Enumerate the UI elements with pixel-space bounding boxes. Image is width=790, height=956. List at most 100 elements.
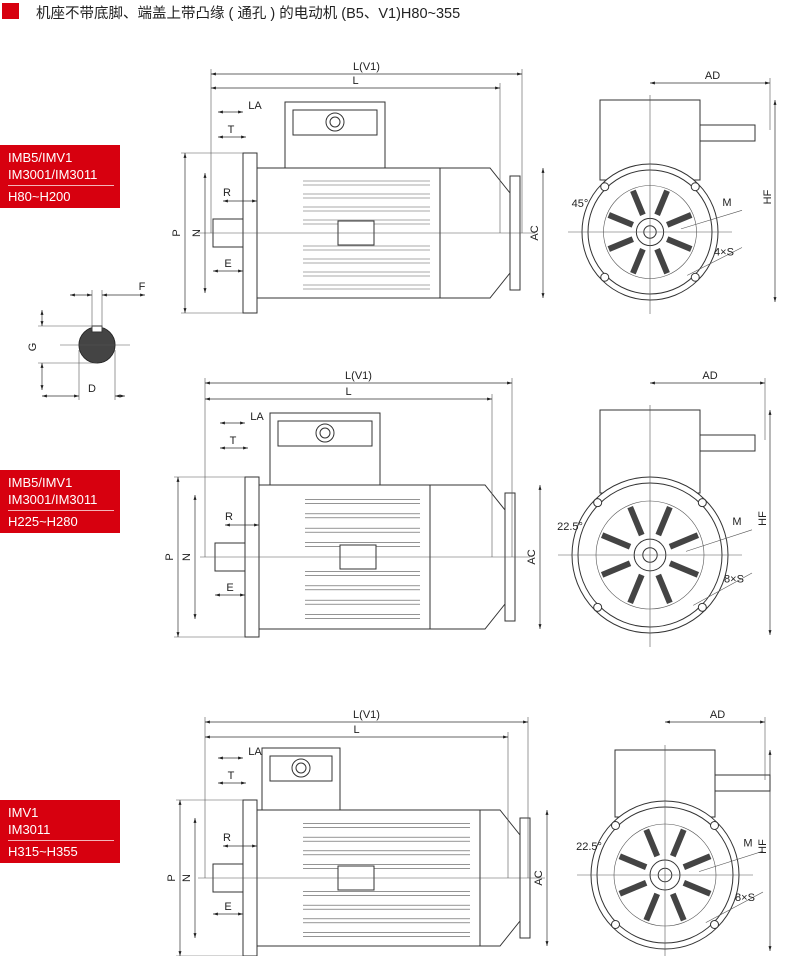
fan-guard-bar — [668, 532, 700, 550]
leader-m — [698, 850, 764, 872]
cable-gland-inner — [319, 427, 331, 439]
header-accent-mark — [2, 3, 19, 19]
fan-guard-bar — [618, 853, 648, 870]
label-la: LA — [250, 411, 264, 423]
label-e: E — [226, 582, 233, 594]
label-la: LA — [248, 100, 262, 112]
label-s: 8×S — [724, 573, 744, 585]
label-p: P — [166, 874, 178, 881]
shaft-keyway-detail: FGD — [27, 281, 146, 400]
tag-line2: IM3001/IM3011 — [8, 167, 98, 182]
bolt-hole — [690, 182, 700, 192]
label-n: N — [181, 874, 193, 882]
tag-line1: IMB5/IMV1 — [8, 475, 73, 490]
label-t: T — [228, 770, 235, 782]
fan-guard-bar — [630, 248, 646, 275]
leader-m — [685, 529, 753, 552]
cable-entry — [699, 124, 756, 142]
label-n: N — [191, 229, 203, 237]
label-p: P — [171, 229, 183, 236]
leader-s — [687, 247, 743, 276]
bolt-hole — [697, 498, 707, 508]
label-lv1: L(V1) — [353, 61, 380, 73]
label-e: E — [224, 901, 231, 913]
fan-guard-bar — [627, 573, 645, 605]
label-m: M — [722, 197, 731, 209]
fan-guard-bar — [600, 532, 632, 550]
fan-guard-bar — [666, 212, 693, 228]
label-p: P — [164, 553, 176, 560]
fan-guard-bar — [607, 236, 634, 252]
fan-guard-bar — [682, 853, 712, 870]
bolt-hole — [611, 919, 621, 929]
fan-guard-bar — [627, 505, 645, 537]
tag-range: H80~H200 — [8, 189, 71, 204]
tag-line1: IMV1 — [8, 805, 39, 820]
fan-guard-bar — [643, 828, 660, 858]
fan-guard-bar — [670, 828, 687, 858]
label-r: R — [225, 511, 233, 523]
fan-guard-bar — [670, 892, 687, 922]
label-ad: AD — [705, 70, 720, 82]
label-ac: AC — [533, 870, 545, 885]
page-title: 机座不带底脚、端盖上带凸缘 ( 通孔 ) 的电动机 (B5、V1)H80~355 — [36, 6, 461, 22]
fan-guard-bar — [600, 560, 632, 578]
cable-gland-inner — [295, 762, 307, 774]
label-hf: HF — [762, 189, 774, 204]
cable-entry — [714, 774, 771, 792]
label-l: L — [352, 75, 358, 87]
label-angle: 22.5° — [576, 841, 602, 853]
bolt-hole — [690, 272, 700, 282]
tag-divider — [8, 510, 114, 511]
label-f: F — [139, 281, 146, 293]
fan-guard-bar — [682, 880, 712, 897]
fan-guard-bar — [655, 573, 673, 605]
label-ad: AD — [702, 370, 717, 382]
end-view: AD HF 22.5° M 8×S — [557, 370, 772, 647]
bolt-hole — [697, 602, 707, 612]
cable-entry — [699, 434, 756, 452]
label-lv1: L(V1) — [345, 370, 372, 382]
bolt-hole — [600, 182, 610, 192]
tag-line2: IM3001/IM3011 — [8, 492, 98, 507]
label-la: LA — [248, 746, 262, 758]
label-l: L — [345, 386, 351, 398]
mounting-tag-h80-h200: IMB5/IMV1 IM3001/IM3011 H80~H200 — [0, 145, 120, 208]
fan-guard-bar — [630, 189, 646, 216]
bolt-hole — [709, 919, 719, 929]
label-ac: AC — [526, 549, 538, 564]
tag-line2: IM3011 — [8, 822, 51, 837]
leader-s — [693, 572, 753, 606]
label-ad: AD — [710, 709, 725, 721]
fan-guard-bar — [655, 505, 673, 537]
label-hf: HF — [757, 511, 769, 526]
label-r: R — [223, 832, 231, 844]
tag-divider — [8, 185, 114, 186]
mounting-tag-h315-h355: IMV1 IM3011 H315~H355 — [0, 800, 120, 863]
fan-guard-bar — [654, 248, 670, 275]
label-e: E — [224, 258, 231, 270]
bolt-hole — [709, 821, 719, 831]
label-angle: 45° — [572, 198, 589, 210]
label-ac: AC — [529, 225, 541, 240]
leader-m — [680, 210, 743, 230]
label-s: 4×S — [714, 247, 734, 259]
fan-guard-bar — [607, 212, 634, 228]
bolt-hole — [593, 498, 603, 508]
label-s: 8×S — [735, 892, 755, 904]
label-lv1: L(V1) — [353, 709, 380, 721]
label-hf: HF — [757, 839, 769, 854]
fan-guard-bar — [668, 560, 700, 578]
mounting-tag-h225-h280: IMB5/IMV1 IM3001/IM3011 H225~H280 — [0, 470, 120, 533]
cable-gland-inner — [329, 116, 341, 128]
tag-divider — [8, 840, 114, 841]
label-m: M — [732, 516, 741, 528]
label-l: L — [353, 724, 359, 736]
label-d: D — [88, 383, 96, 395]
label-angle: 22.5° — [557, 521, 583, 533]
